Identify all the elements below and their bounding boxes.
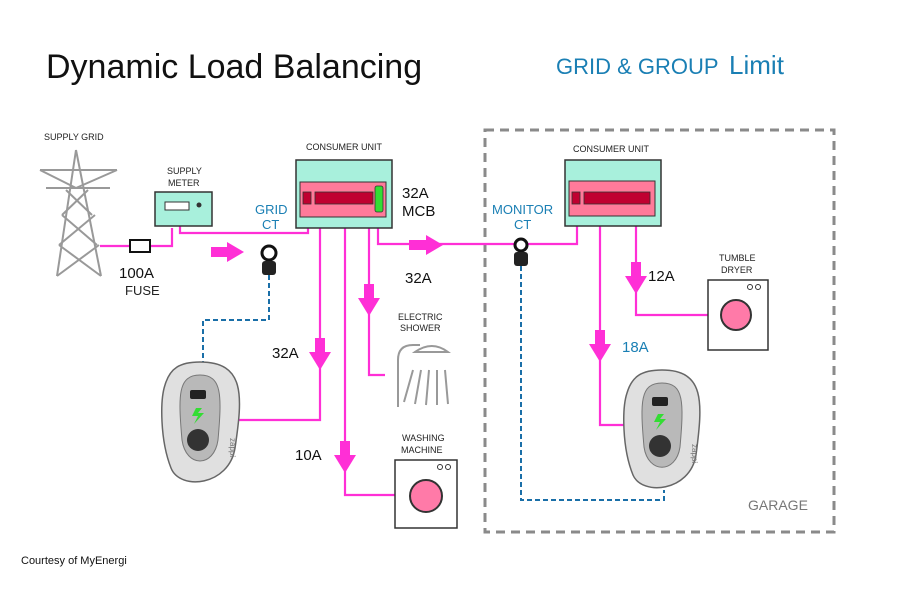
tumble-dryer-icon xyxy=(707,279,769,351)
washer-label-1: WASHING xyxy=(402,433,445,443)
charger-amps-label: 32A xyxy=(272,345,299,362)
arrow-icon xyxy=(589,330,611,362)
shower-label-2: SHOWER xyxy=(400,323,441,333)
arrow-icon xyxy=(211,242,244,262)
pylon-icon xyxy=(39,149,118,277)
supply-grid-label: SUPPLY GRID xyxy=(44,132,104,142)
mcb-label: MCB xyxy=(402,203,435,220)
monitor-ct-label-1: MONITOR xyxy=(492,202,553,217)
supply-meter-label-2: METER xyxy=(168,178,200,188)
subtitle-prefix: GRID & GROUP xyxy=(556,54,719,79)
consumer-unit-main-label: CONSUMER UNIT xyxy=(306,142,383,152)
garage-charger-amps: 18A xyxy=(622,339,649,356)
fuse-icon xyxy=(129,239,151,253)
diagram-subtitle: GRID & GROUP Limit xyxy=(556,50,785,80)
washer-label-2: MACHINE xyxy=(401,445,443,455)
shower-icon xyxy=(397,344,452,407)
wiring xyxy=(100,226,708,497)
ct-clamp-icon xyxy=(513,237,529,266)
fuse-value: 100A xyxy=(119,265,154,282)
charger-brand: zappi xyxy=(228,438,237,457)
consumer-unit-garage-label: CONSUMER UNIT xyxy=(573,144,650,154)
washing-machine-icon xyxy=(394,459,458,529)
monitor-ct-link xyxy=(520,266,665,501)
consumer-unit-main xyxy=(295,159,393,229)
dryer-amps: 12A xyxy=(648,268,675,285)
flow-arrows xyxy=(211,235,647,473)
monitor-ct-label-2: CT xyxy=(514,217,531,232)
arrow-icon xyxy=(358,284,380,316)
washer-amps: 10A xyxy=(295,447,322,464)
dryer-label-1: TUMBLE xyxy=(719,253,756,263)
mcb-value: 32A xyxy=(402,185,429,202)
arrow-icon xyxy=(309,338,331,370)
dryer-label-2: DRYER xyxy=(721,265,753,275)
consumer-unit-garage xyxy=(564,159,662,227)
feed-amps-label: 32A xyxy=(405,270,432,287)
credit-text: Courtesy of MyEnergi xyxy=(21,555,127,567)
ct-clamp-icon xyxy=(260,244,278,275)
arrow-icon xyxy=(625,262,647,294)
mcb-led xyxy=(374,185,384,213)
garage-label: GARAGE xyxy=(748,497,808,513)
grid-ct-label-2: CT xyxy=(262,217,279,232)
supply-meter-label-1: SUPPLY xyxy=(167,166,202,176)
charger-brand: zappi xyxy=(690,444,699,463)
diagram-title: Dynamic Load Balancing xyxy=(46,48,422,86)
ev-charger-icon: zappi xyxy=(161,361,241,483)
arrow-icon xyxy=(334,441,356,473)
shower-label-1: ELECTRIC xyxy=(398,312,443,322)
ev-charger-icon: zappi xyxy=(623,369,701,489)
grid-ct-label-1: GRID xyxy=(255,202,288,217)
arrow-icon xyxy=(409,235,443,255)
fuse-label: FUSE xyxy=(125,283,160,298)
grid-ct-link xyxy=(202,275,270,362)
meter-icon xyxy=(154,191,213,227)
subtitle-suffix: Limit xyxy=(729,50,785,80)
